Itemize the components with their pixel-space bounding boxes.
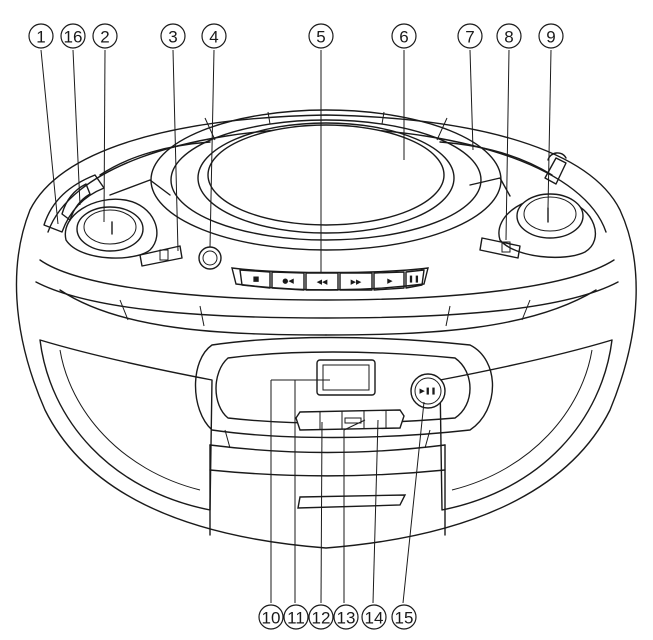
svg-text:3: 3 xyxy=(168,28,177,47)
callout-4: 4 xyxy=(201,23,227,49)
front-play-pause-button[interactable]: ▶❚❚ xyxy=(410,373,446,409)
svg-text:10: 10 xyxy=(262,609,281,628)
svg-text:●◀: ●◀ xyxy=(282,277,294,285)
svg-text:▶: ▶ xyxy=(387,277,393,285)
svg-text:6: 6 xyxy=(399,28,408,47)
svg-text:■: ■ xyxy=(253,275,260,283)
svg-text:12: 12 xyxy=(312,609,331,628)
svg-text:7: 7 xyxy=(465,28,474,47)
cassette-deck: ▶❚❚ xyxy=(194,336,494,439)
play-pause-icon: ▶❚❚ xyxy=(419,387,436,395)
callouts-bottom: 10 11 12 13 14 15 xyxy=(258,604,417,630)
callout-6: 6 xyxy=(391,23,417,49)
callout-9: 9 xyxy=(538,23,564,49)
callout-7: 7 xyxy=(457,23,483,49)
button-pause[interactable]: ❚❚ xyxy=(405,269,425,289)
callout-15: 15 xyxy=(391,604,417,630)
cassette-control-panel: ■ ●◀ ◀◀ ▶▶ ▶ ❚❚ xyxy=(231,267,429,291)
button-play[interactable]: ▶ xyxy=(373,271,405,291)
svg-text:8: 8 xyxy=(504,28,513,47)
boombox-body xyxy=(15,114,637,549)
right-controls xyxy=(439,141,596,259)
callout-2: 2 xyxy=(92,23,118,49)
svg-text:1: 1 xyxy=(36,28,45,47)
function-switch[interactable] xyxy=(139,245,183,267)
svg-text:5: 5 xyxy=(316,28,325,47)
callout-14: 14 xyxy=(361,604,387,630)
callout-1: 1 xyxy=(28,23,54,49)
svg-text:2: 2 xyxy=(100,28,109,47)
svg-text:13: 13 xyxy=(337,609,356,628)
deck-buttons xyxy=(295,409,405,431)
band-switch[interactable] xyxy=(479,237,521,259)
svg-text:4: 4 xyxy=(209,28,218,47)
callout-10: 10 xyxy=(258,604,284,630)
handle-slot xyxy=(297,494,407,509)
svg-text:▶▶: ▶▶ xyxy=(351,278,362,286)
callout-13: 13 xyxy=(333,604,359,630)
svg-text:11: 11 xyxy=(287,609,305,628)
button-fast-forward[interactable]: ▶▶ xyxy=(339,272,373,291)
small-round-button[interactable] xyxy=(198,246,222,270)
callouts-top: 1 16 2 3 4 5 6 7 xyxy=(28,23,564,49)
lower-body xyxy=(209,429,446,536)
callout-12: 12 xyxy=(308,604,334,630)
leader-lines xyxy=(40,49,552,604)
svg-text:9: 9 xyxy=(546,28,555,47)
cd-lid xyxy=(150,109,502,251)
svg-text:15: 15 xyxy=(395,609,414,628)
callout-5: 5 xyxy=(308,23,334,49)
svg-text:16: 16 xyxy=(64,28,83,47)
button-stop[interactable]: ■ xyxy=(239,269,271,289)
button-rewind[interactable]: ◀◀ xyxy=(305,272,339,291)
callout-8: 8 xyxy=(496,23,522,49)
svg-text:14: 14 xyxy=(365,609,384,628)
callout-16: 16 xyxy=(60,23,86,49)
callout-11: 11 xyxy=(283,604,309,630)
svg-text:◀◀: ◀◀ xyxy=(317,278,328,286)
left-controls xyxy=(43,141,211,267)
button-record[interactable]: ●◀ xyxy=(271,271,305,291)
svg-text:❚❚: ❚❚ xyxy=(408,275,420,283)
callout-3: 3 xyxy=(160,23,186,49)
cassette-window xyxy=(316,359,376,396)
